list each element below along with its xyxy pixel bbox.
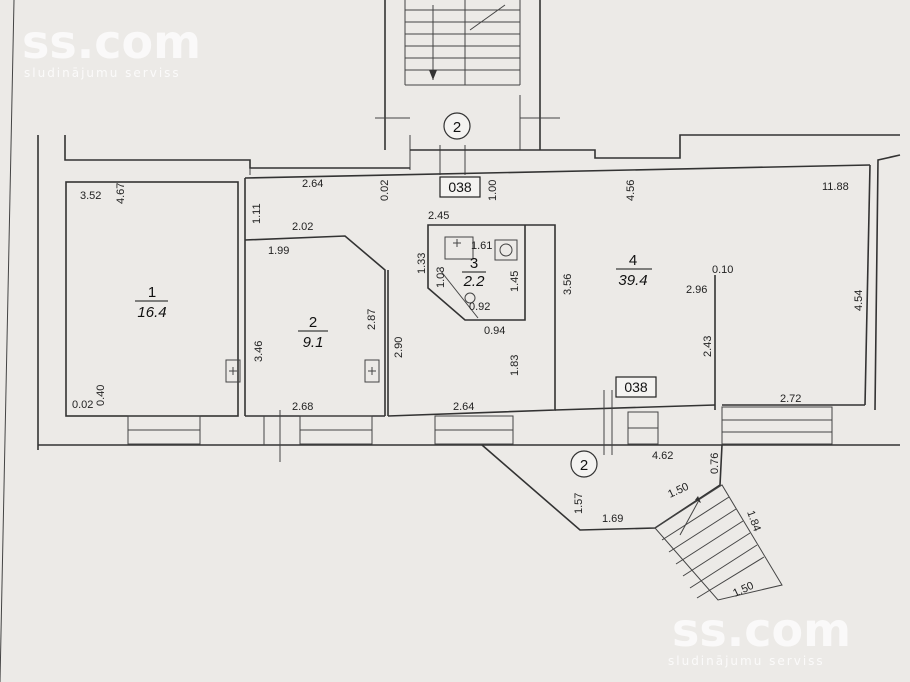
dim-label: 0.92 <box>469 301 490 313</box>
watermark-bottom: ss.com sludinājumu serviss <box>668 603 851 668</box>
dim-label: 2.64 <box>302 178 323 190</box>
building-bottom-wall <box>38 390 900 462</box>
dim-label: 4.62 <box>652 450 673 462</box>
unit-label-bottom-text: 038 <box>624 379 648 395</box>
dim-label: 1.57 <box>573 493 585 514</box>
room-3-label: 3 2.2 <box>462 255 486 290</box>
unit-label-top: 038 <box>439 176 481 198</box>
dim-label: 0.02 <box>72 399 93 411</box>
dim-label: 2.96 <box>686 284 707 296</box>
room-2-area: 9.1 <box>303 334 324 351</box>
dim-label: 1.11 <box>251 203 263 224</box>
room-1-number: 1 <box>148 284 156 301</box>
axis-marker-bottom-label: 2 <box>580 457 588 474</box>
dim-label: 1.61 <box>471 240 492 252</box>
dim-label: 4.54 <box>853 290 865 311</box>
dim-label: 0.40 <box>95 385 107 406</box>
dim-label: 3.56 <box>562 274 574 295</box>
dim-label: 2.72 <box>780 393 801 405</box>
axis-marker-bottom: 2 <box>570 450 598 478</box>
watermark-top: ss.com sludinājumu serviss <box>22 15 201 80</box>
dim-label: 1.00 <box>487 180 499 201</box>
dim-label: 2.45 <box>428 210 449 222</box>
room-2-number: 2 <box>309 314 317 331</box>
dim-label: 1.50 <box>731 580 755 600</box>
dim-label: 1.69 <box>602 513 623 525</box>
dim-label: 2.64 <box>453 401 474 413</box>
room-4-number: 4 <box>629 252 637 269</box>
radiators <box>225 359 380 383</box>
dim-label: 1.99 <box>268 245 289 257</box>
dim-label: 2.87 <box>366 309 378 330</box>
dim-label: 1.84 <box>744 509 763 533</box>
dim-label: 1.33 <box>416 253 428 274</box>
dim-label: 0.94 <box>484 325 505 337</box>
dim-label: 0.02 <box>379 180 391 201</box>
dim-label: 0.76 <box>709 453 721 474</box>
dim-label: 2.68 <box>292 401 313 413</box>
stairwell-top <box>375 0 560 175</box>
watermark-bottom-tagline: sludinājumu serviss <box>668 654 825 668</box>
room-3-number: 3 <box>470 255 478 272</box>
unit-label-top-text: 038 <box>448 179 472 195</box>
room-3-area: 2.2 <box>463 273 486 290</box>
room-4-area: 39.4 <box>618 272 647 289</box>
dim-label: 1.83 <box>509 355 521 376</box>
bathroom-fixtures <box>439 236 518 319</box>
building-top-wall <box>37 134 900 450</box>
watermark-bottom-brand: ss.com <box>672 603 851 657</box>
entrance-stairs <box>481 444 783 601</box>
room-1-area: 16.4 <box>137 304 166 321</box>
dim-label: 1.03 <box>435 267 447 288</box>
dim-label: 3.46 <box>253 341 265 362</box>
dim-label: 2.43 <box>702 336 714 357</box>
dim-label: 0.10 <box>712 264 733 276</box>
unit-label-bottom: 038 <box>615 376 657 398</box>
dim-label: 2.02 <box>292 221 313 233</box>
room-2-label: 2 9.1 <box>298 314 328 351</box>
dim-label: 1.50 <box>666 481 690 501</box>
room-walls <box>65 154 901 417</box>
room-4-label: 4 39.4 <box>616 252 652 289</box>
dim-label: 2.90 <box>393 337 405 358</box>
dim-label: 11.88 <box>822 181 849 193</box>
axis-marker-top: 2 <box>443 112 471 140</box>
watermark-top-brand: ss.com <box>22 15 201 69</box>
dim-label: 4.67 <box>115 183 127 204</box>
dimension-labels: 3.52 4.67 2.64 0.02 1.00 4.56 11.88 1.11… <box>72 178 865 600</box>
room-1-label: 1 16.4 <box>135 284 168 321</box>
dim-label: 4.56 <box>625 180 637 201</box>
axis-marker-top-label: 2 <box>453 119 461 136</box>
watermark-top-tagline: sludinājumu serviss <box>24 66 181 80</box>
sheet-edge <box>0 0 15 682</box>
dim-label: 1.45 <box>509 271 521 292</box>
dim-label: 3.52 <box>80 190 101 202</box>
